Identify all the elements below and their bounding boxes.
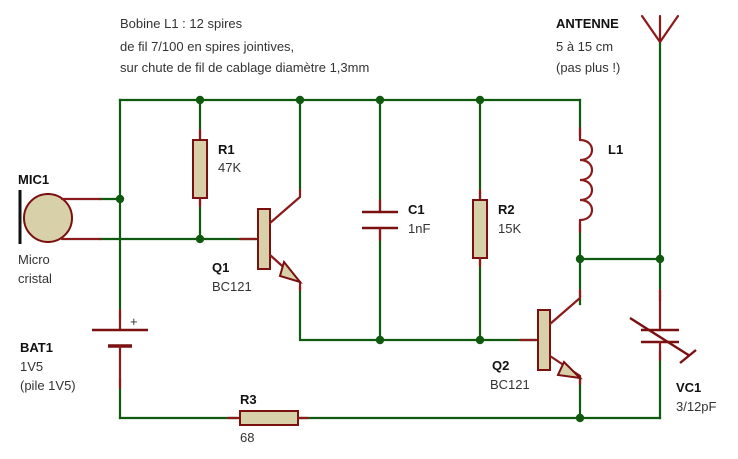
c1-value: 1nF [408, 221, 430, 236]
capacitor-c1 [362, 198, 398, 242]
antenna-note: (pas plus !) [556, 60, 620, 75]
r3-ref: R3 [240, 392, 257, 407]
bat1-value-1: 1V5 [20, 359, 43, 374]
r1-value: 47K [218, 160, 241, 175]
bat1-value-2: (pile 1V5) [20, 378, 76, 393]
mic1-ref: MIC1 [18, 172, 49, 187]
antenna-symbol [640, 14, 680, 44]
junction-dots [115, 95, 665, 423]
note-line-1: Bobine L1 : 12 spires [120, 16, 243, 31]
labels: Bobine L1 : 12 spires de fil 7/100 en sp… [18, 16, 717, 445]
note-line-2: de fil 7/100 en spires jointives, [120, 39, 294, 54]
bat1-ref: BAT1 [20, 340, 53, 355]
mic1-value-1: Micro [18, 252, 50, 267]
wires [98, 40, 662, 420]
mic1-value-2: cristal [18, 271, 52, 286]
q2-value: BC121 [490, 377, 530, 392]
q1-value: BC121 [212, 279, 252, 294]
r2-value: 15K [498, 221, 521, 236]
antenna-length: 5 à 15 cm [556, 39, 613, 54]
vc1-value: 3/12pF [676, 399, 717, 414]
antenna-name: ANTENNE [556, 16, 619, 31]
q1-ref: Q1 [212, 260, 229, 275]
resistor-r1 [192, 128, 208, 208]
battery-plus-label: + [130, 314, 138, 329]
resistor-r2 [472, 188, 488, 268]
inductor-l1 [578, 126, 594, 234]
c1-ref: C1 [408, 202, 425, 217]
transistor-q2 [518, 288, 583, 386]
r1-ref: R1 [218, 142, 235, 157]
vc1-ref: VC1 [676, 380, 701, 395]
resistor-r3 [226, 410, 310, 426]
transistor-q1 [238, 188, 303, 292]
r2-ref: R2 [498, 202, 515, 217]
microphone-mic1 [18, 190, 102, 244]
l1-ref: L1 [608, 142, 623, 157]
note-line-3: sur chute de fil de cablage diamètre 1,3… [120, 60, 369, 75]
q2-ref: Q2 [492, 358, 509, 373]
variable-capacitor-vc1 [629, 288, 697, 364]
battery-bat1: + [92, 308, 148, 390]
r3-value: 68 [240, 430, 254, 445]
